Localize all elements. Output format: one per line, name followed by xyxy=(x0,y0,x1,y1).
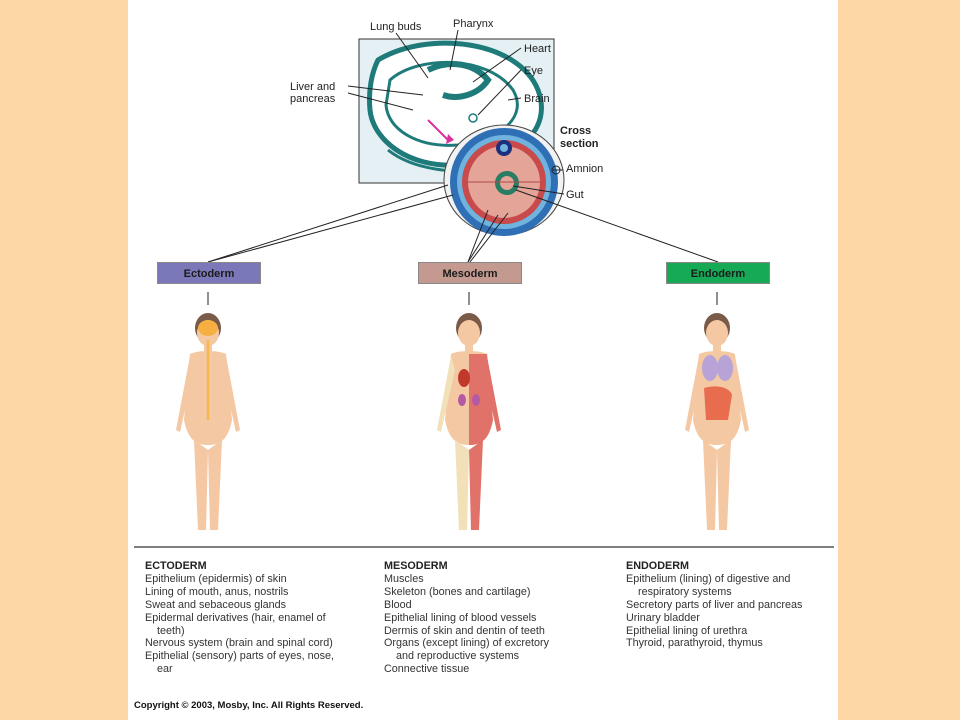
mesoderm-list-title: MESODERM xyxy=(384,560,448,572)
label-pharynx: Pharynx xyxy=(453,18,494,30)
list-item: Connective tissue xyxy=(384,663,470,676)
list-item: Epithelial (sensory) parts of eyes, nose… xyxy=(145,650,355,676)
list-item: Thyroid, parathyroid, thymus xyxy=(626,637,763,650)
endoderm-label-box: Endoderm xyxy=(666,262,770,284)
list-item-continuation: respiratory systems xyxy=(638,585,732,598)
endoderm-body-figure xyxy=(685,313,749,530)
ectoderm-label: Ectoderm xyxy=(183,268,235,280)
list-item: Secretory parts of liver and pancreas xyxy=(626,598,803,611)
copyright-notice: Copyright © 2003, Mosby, Inc. All Rights… xyxy=(134,700,364,711)
label-cross-section-1: Cross xyxy=(560,125,591,137)
list-item-text: Epithelial (sensory) parts of eyes, nose… xyxy=(145,650,335,663)
cross-section-illustration xyxy=(443,124,565,236)
ectoderm-body-figure xyxy=(176,313,240,530)
layer-ticks xyxy=(207,292,718,305)
mesoderm-label: Mesoderm xyxy=(442,268,498,280)
list-item: Sweat and sebaceous glands xyxy=(145,598,287,611)
list-item: Urinary bladder xyxy=(626,611,700,624)
list-item-text: Epithelium (lining) of digestive and xyxy=(626,572,791,585)
cross-section-pointer-lines xyxy=(512,165,565,195)
label-amnion: Amnion xyxy=(566,163,603,175)
label-lung-buds: Lung buds xyxy=(370,21,422,33)
label-liver-pancreas-1: Liver and xyxy=(290,81,335,93)
label-cross-section-2: section xyxy=(560,138,599,150)
ectoderm-label-box: Ectoderm xyxy=(157,262,261,284)
list-item-continuation: teeth) xyxy=(157,624,185,637)
list-item: Epithelium (epidermis) of skin xyxy=(145,572,287,585)
label-heart: Heart xyxy=(524,43,551,55)
list-item-text: Organs (except lining) of excretory xyxy=(384,637,550,650)
label-brain: Brain xyxy=(524,93,550,105)
label-eye: Eye xyxy=(524,65,543,77)
figure-panel: Lung buds Pharynx Heart Eye Brain Liver … xyxy=(128,0,838,720)
embryology-diagram: Lung buds Pharynx Heart Eye Brain Liver … xyxy=(134,18,834,548)
list-item: Skeleton (bones and cartilage) xyxy=(384,585,531,598)
label-liver-pancreas-2: pancreas xyxy=(290,93,336,105)
list-item: Dermis of skin and dentin of teeth xyxy=(384,624,545,637)
list-item: Epithelial lining of blood vessels xyxy=(384,611,537,624)
endoderm-list: ENDODERM Epithelium (lining) of digestiv… xyxy=(626,560,831,650)
layer-connector-lines xyxy=(207,184,719,263)
list-item: Epithelial lining of urethra xyxy=(626,624,748,637)
mesoderm-label-box: Mesoderm xyxy=(418,262,522,284)
mesoderm-body-figure xyxy=(437,313,501,530)
list-item: Blood xyxy=(384,598,412,611)
endoderm-label: Endoderm xyxy=(690,268,746,280)
list-item: Lining of mouth, anus, nostrils xyxy=(145,585,289,598)
list-item-continuation: and reproductive systems xyxy=(396,650,520,663)
list-item: Nervous system (brain and spinal cord) xyxy=(145,637,333,650)
list-item: Muscles xyxy=(384,572,424,585)
ectoderm-list-title: ECTODERM xyxy=(145,560,207,572)
embryo-pointer-lines xyxy=(347,29,522,116)
list-item-continuation: ear xyxy=(157,663,173,676)
label-gut: Gut xyxy=(566,189,584,201)
endoderm-list-title: ENDODERM xyxy=(626,560,689,572)
list-item-text: Epidermal derivatives (hair, enamel of xyxy=(145,611,326,624)
